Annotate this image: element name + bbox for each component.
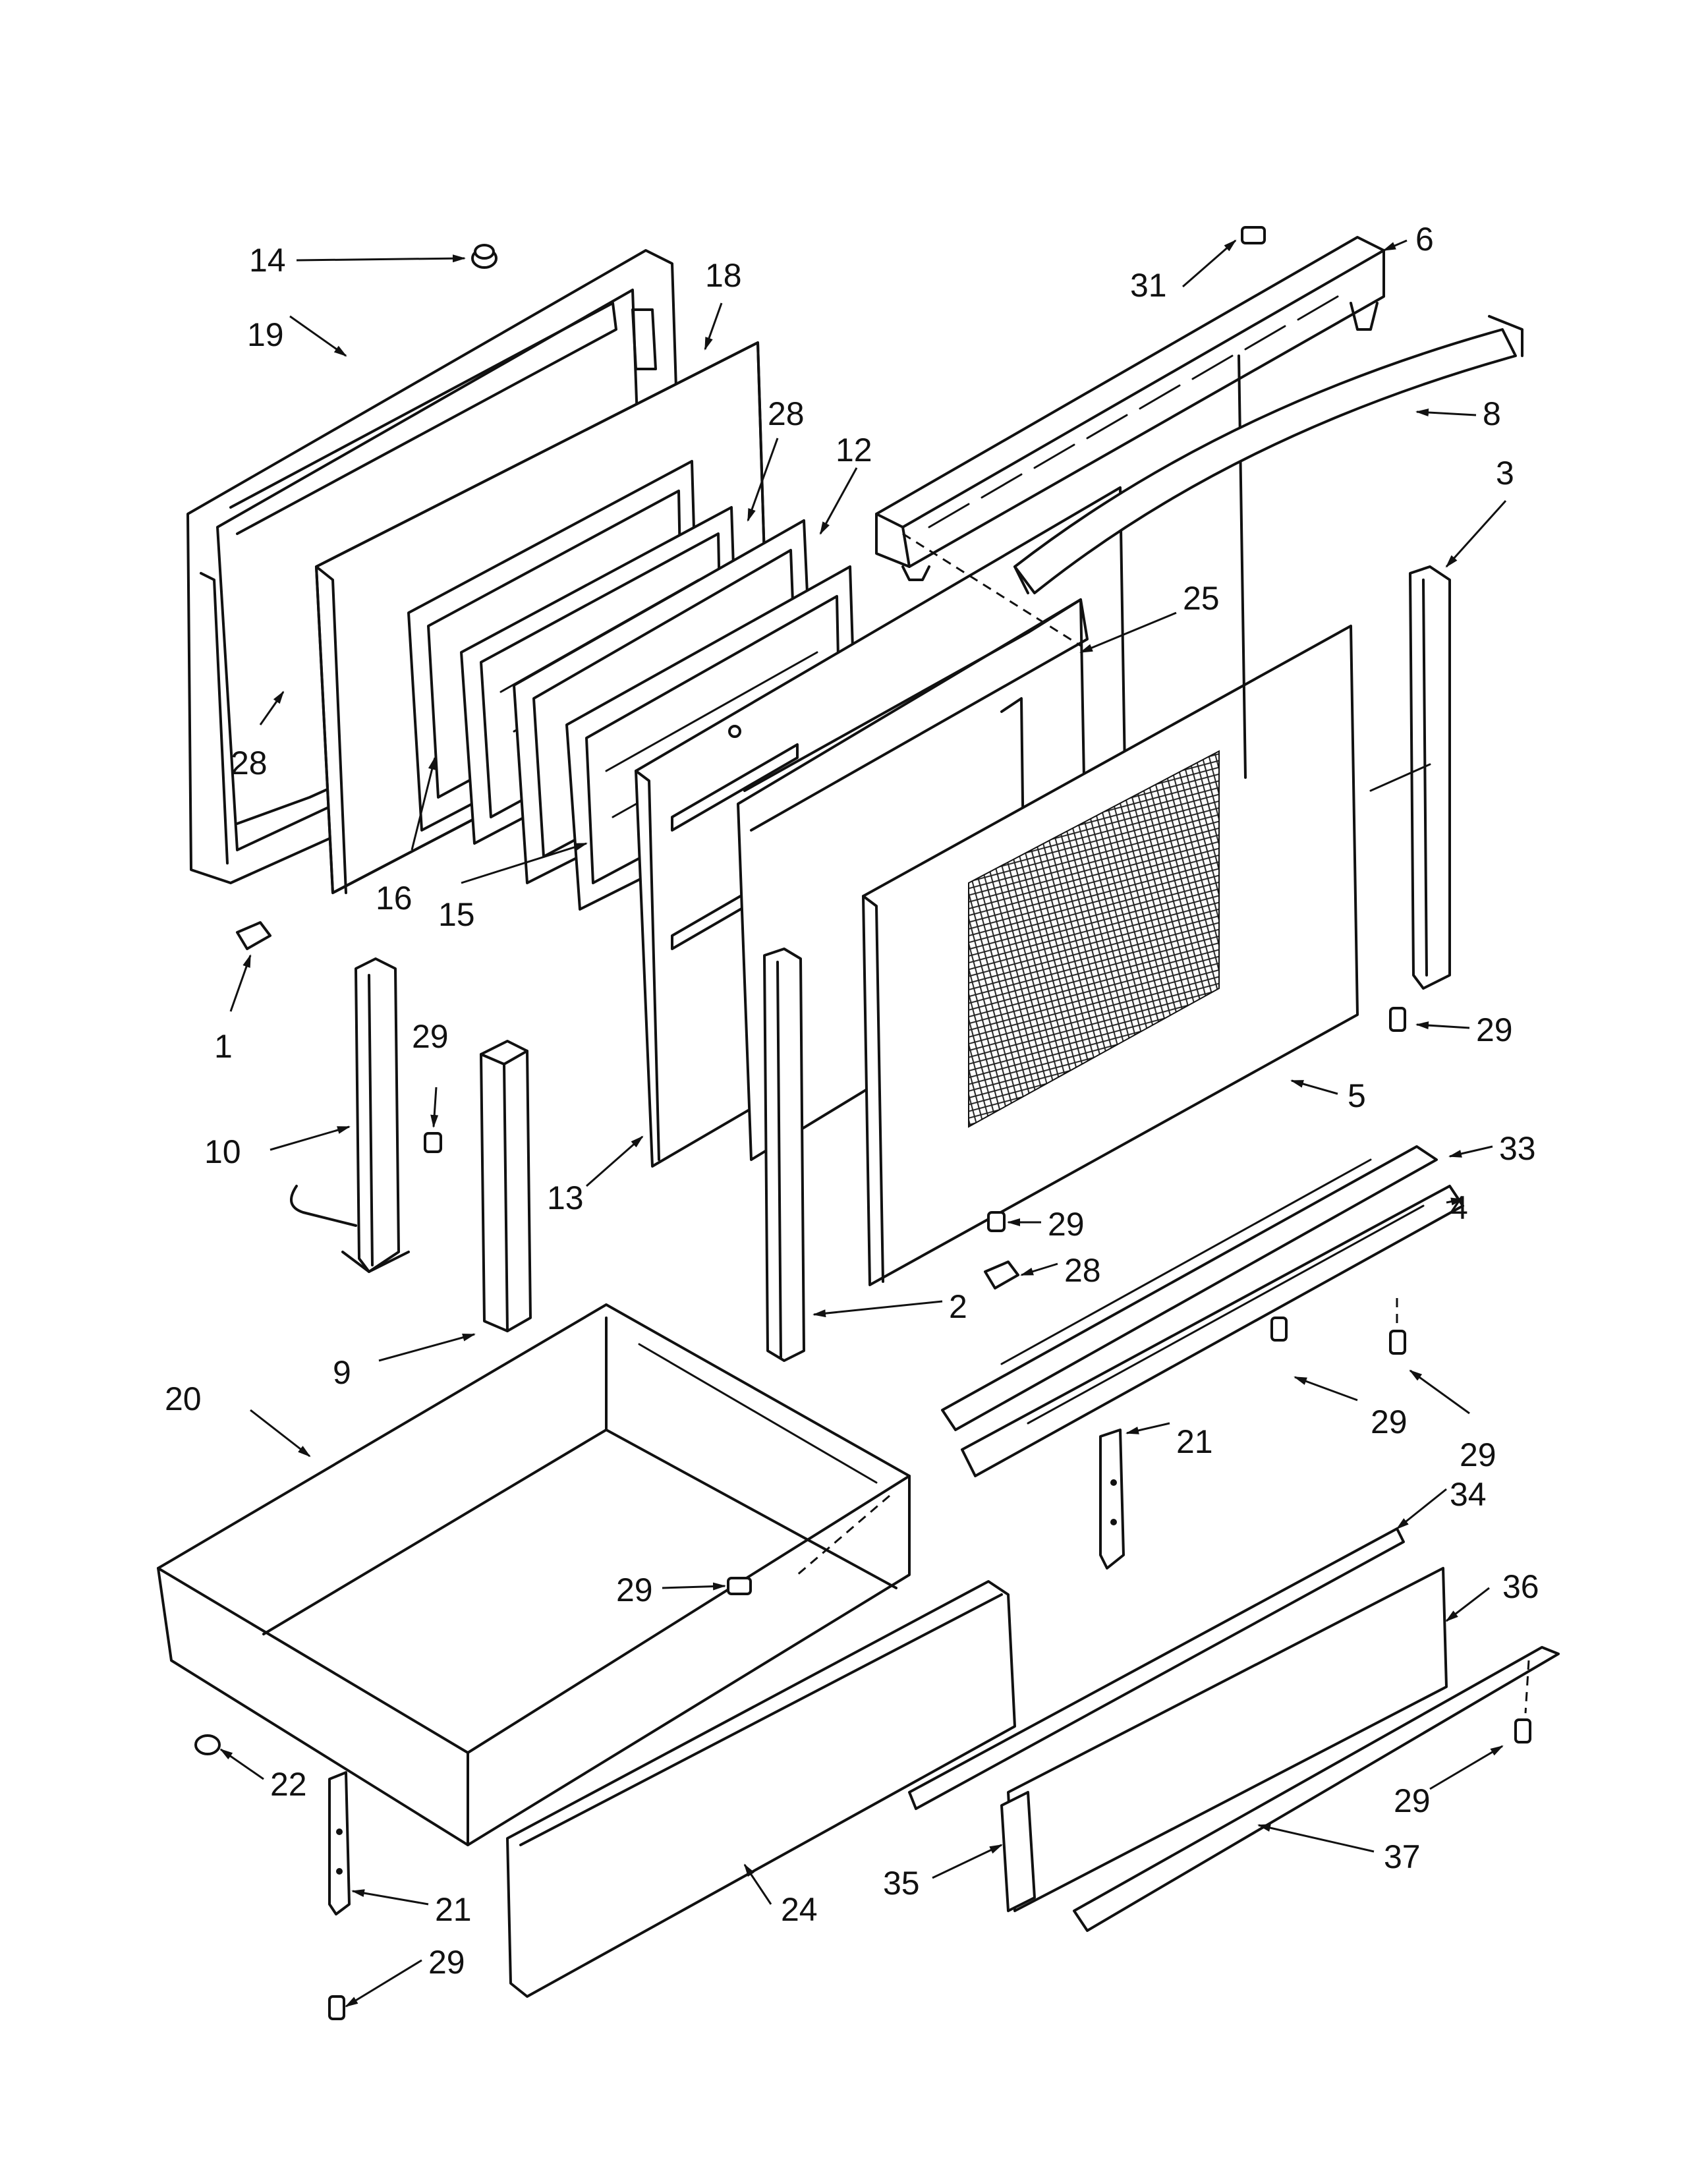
control-panel-6 [875, 236, 1385, 779]
callout-10: 10 [204, 1133, 241, 1170]
callout-37: 37 [1384, 1838, 1421, 1875]
callout-33: 33 [1499, 1130, 1536, 1167]
callout-29: 29 [1460, 1436, 1496, 1473]
callout-4: 4 [1450, 1189, 1468, 1226]
drawer-body-20 [157, 1303, 911, 1846]
callout-21: 21 [1176, 1423, 1213, 1460]
panel-35 [1000, 1791, 1036, 1912]
callout-21: 21 [435, 1891, 472, 1928]
trim-piece-9 [480, 1040, 532, 1332]
door-handle-8 [1013, 315, 1523, 594]
callout-labels: 14 19 18 28 12 31 6 8 3 25 28 16 15 1 29… [165, 221, 1539, 1981]
callout-6: 6 [1415, 221, 1434, 258]
callout-29: 29 [1371, 1403, 1408, 1440]
fasteners-29 [328, 1007, 1531, 2020]
clip-28-bottom [984, 1260, 1019, 1289]
callout-28: 28 [768, 395, 805, 432]
callout-8: 8 [1483, 395, 1501, 432]
outer-door-panel-5 [862, 625, 1359, 1286]
callout-34: 34 [1450, 1476, 1487, 1513]
callout-5: 5 [1348, 1077, 1366, 1114]
screw-31 [1241, 226, 1266, 244]
bracket-21-left [328, 1771, 351, 1915]
side-trim-left-10 [290, 957, 410, 1273]
callout-14: 14 [249, 242, 286, 279]
callout-29: 29 [1476, 1011, 1513, 1048]
alignment-line [902, 532, 1081, 647]
callout-31: 31 [1130, 267, 1167, 304]
callout-13: 13 [547, 1179, 584, 1216]
callout-36: 36 [1502, 1568, 1539, 1605]
callout-20: 20 [165, 1380, 202, 1417]
bracket-21-right [1099, 1429, 1125, 1570]
callout-22: 22 [270, 1766, 307, 1803]
callout-29: 29 [1394, 1782, 1431, 1819]
bottom-trim-37 [1073, 1646, 1560, 1932]
callout-16: 16 [376, 880, 413, 917]
screw-22 [194, 1734, 221, 1755]
callout-25: 25 [1183, 580, 1220, 617]
callout-9: 9 [333, 1354, 351, 1391]
callout-12: 12 [836, 432, 872, 468]
callout-35: 35 [883, 1865, 920, 1902]
callout-19: 19 [247, 316, 284, 353]
clip-1 [236, 921, 271, 950]
callout-15: 15 [438, 896, 475, 933]
callout-18: 18 [705, 257, 742, 294]
callout-3: 3 [1496, 455, 1514, 492]
bumper-14 [471, 244, 498, 269]
alignment-line [797, 1494, 890, 1576]
callout-29: 29 [616, 1572, 653, 1608]
callout-28: 28 [1064, 1252, 1101, 1289]
side-trim-right-3 [1369, 565, 1451, 990]
callout-2: 2 [949, 1288, 967, 1325]
vertical-trim-2 [763, 948, 805, 1362]
callout-29: 29 [428, 1944, 465, 1981]
rail-33 [941, 1145, 1438, 1431]
alignment-line [1524, 1660, 1530, 1714]
callout-24: 24 [781, 1891, 818, 1928]
leader-lines [219, 239, 1507, 2008]
callout-28: 28 [231, 745, 268, 781]
callout-1: 1 [214, 1028, 233, 1065]
rail-4 [961, 1185, 1464, 1477]
drawer-front-24 [506, 1580, 1016, 1998]
callout-29: 29 [1048, 1206, 1085, 1243]
trim-strip-34 [908, 1527, 1405, 1810]
callout-29: 29 [412, 1018, 449, 1055]
